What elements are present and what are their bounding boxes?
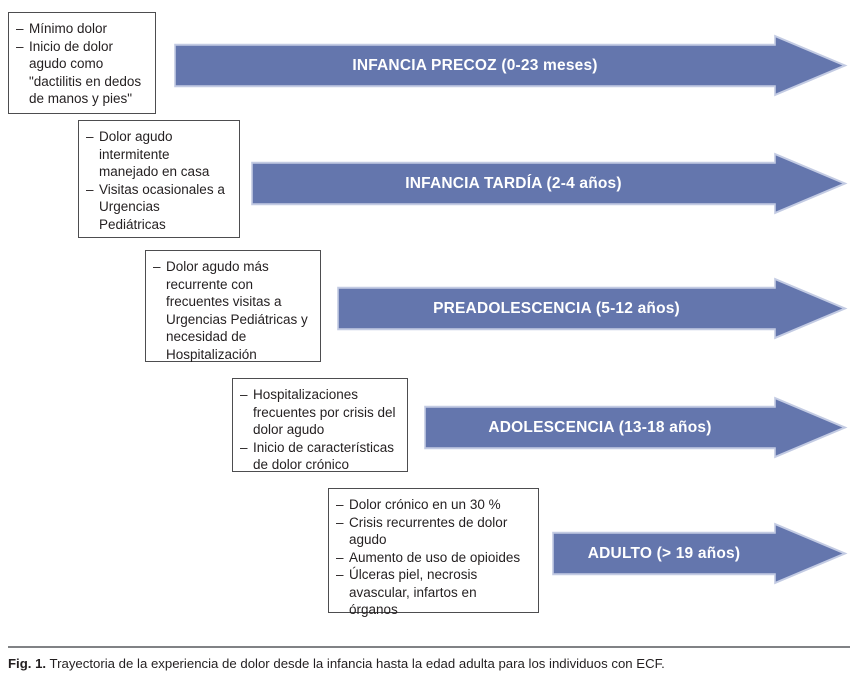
arrow-shape-icon [552, 522, 848, 585]
callout-infancia-tardia: Dolor agudo intermitente manejado en cas… [78, 120, 240, 238]
arrow-label-preadolescencia: PREADOLESCENCIA (5-12 años) [433, 299, 680, 317]
callout-infancia-precoz: Mínimo dolor Inicio de dolor agudo como … [8, 12, 156, 114]
bullet-list: Dolor agudo intermitente manejado en cas… [86, 128, 230, 233]
caption-divider [8, 646, 850, 648]
bullet-item: Hospitalizaciones frecuentes por crisis … [240, 386, 398, 439]
arrow-label-infancia-precoz: INFANCIA PRECOZ (0-23 meses) [352, 56, 598, 74]
bullet-item: Dolor agudo más recurrente con frecuente… [153, 258, 311, 363]
arrow-label-infancia-tardia: INFANCIA TARDÍA (2-4 años) [405, 174, 622, 192]
bullet-list: Hospitalizaciones frecuentes por crisis … [240, 386, 398, 474]
callout-adolescencia: Hospitalizaciones frecuentes por crisis … [232, 378, 408, 472]
bullet-item: Úlceras piel, necrosis avascular, infart… [336, 566, 529, 619]
diagram-stage: Mínimo dolor Inicio de dolor agudo como … [0, 0, 858, 625]
bullet-item: Dolor crónico en un 30 % [336, 496, 529, 514]
bullet-list: Dolor crónico en un 30 % Crisis recurren… [336, 496, 529, 619]
figure-caption: Fig. 1. Trayectoria de la experiencia de… [8, 655, 850, 672]
arrow-infancia-precoz: INFANCIA PRECOZ (0-23 meses) [174, 34, 848, 97]
arrow-shape-icon [424, 396, 848, 459]
arrow-preadolescencia: PREADOLESCENCIA (5-12 años) [337, 277, 848, 340]
bullet-item: Visitas ocasionales a Urgencias Pediátri… [86, 181, 230, 234]
arrow-infancia-tardia: INFANCIA TARDÍA (2-4 años) [251, 152, 848, 215]
callout-preadolescencia: Dolor agudo más recurrente con frecuente… [145, 250, 321, 362]
caption-label: Fig. 1. [8, 656, 47, 671]
bullet-item: Crisis recurrentes de dolor agudo [336, 514, 529, 549]
arrow-label-adulto: ADULTO (> 19 años) [587, 544, 741, 562]
bullet-item: Dolor agudo intermitente manejado en cas… [86, 128, 230, 181]
bullet-item: Inicio de dolor agudo como "dactilitis e… [16, 38, 146, 108]
bullet-item: Inicio de características de dolor cróni… [240, 439, 398, 474]
bullet-item: Aumento de uso de opioides [336, 549, 529, 567]
arrow-shape-icon [174, 34, 848, 97]
arrow-shape-icon [251, 152, 848, 215]
bullet-list: Mínimo dolor Inicio de dolor agudo como … [16, 20, 146, 108]
arrow-shape-icon [337, 277, 848, 340]
callout-adulto: Dolor crónico en un 30 % Crisis recurren… [328, 488, 539, 617]
figure-caption-area: Fig. 1. Trayectoria de la experiencia de… [0, 625, 858, 692]
arrow-adolescencia: ADOLESCENCIA (13-18 años) [424, 396, 848, 459]
bullet-list: Dolor agudo más recurrente con frecuente… [153, 258, 311, 363]
bullet-item: Mínimo dolor [16, 20, 146, 38]
caption-body: Trayectoria de la experiencia de dolor d… [49, 656, 665, 671]
arrow-label-adolescencia: ADOLESCENCIA (13-18 años) [488, 418, 712, 436]
arrow-adulto: ADULTO (> 19 años) [552, 522, 848, 585]
